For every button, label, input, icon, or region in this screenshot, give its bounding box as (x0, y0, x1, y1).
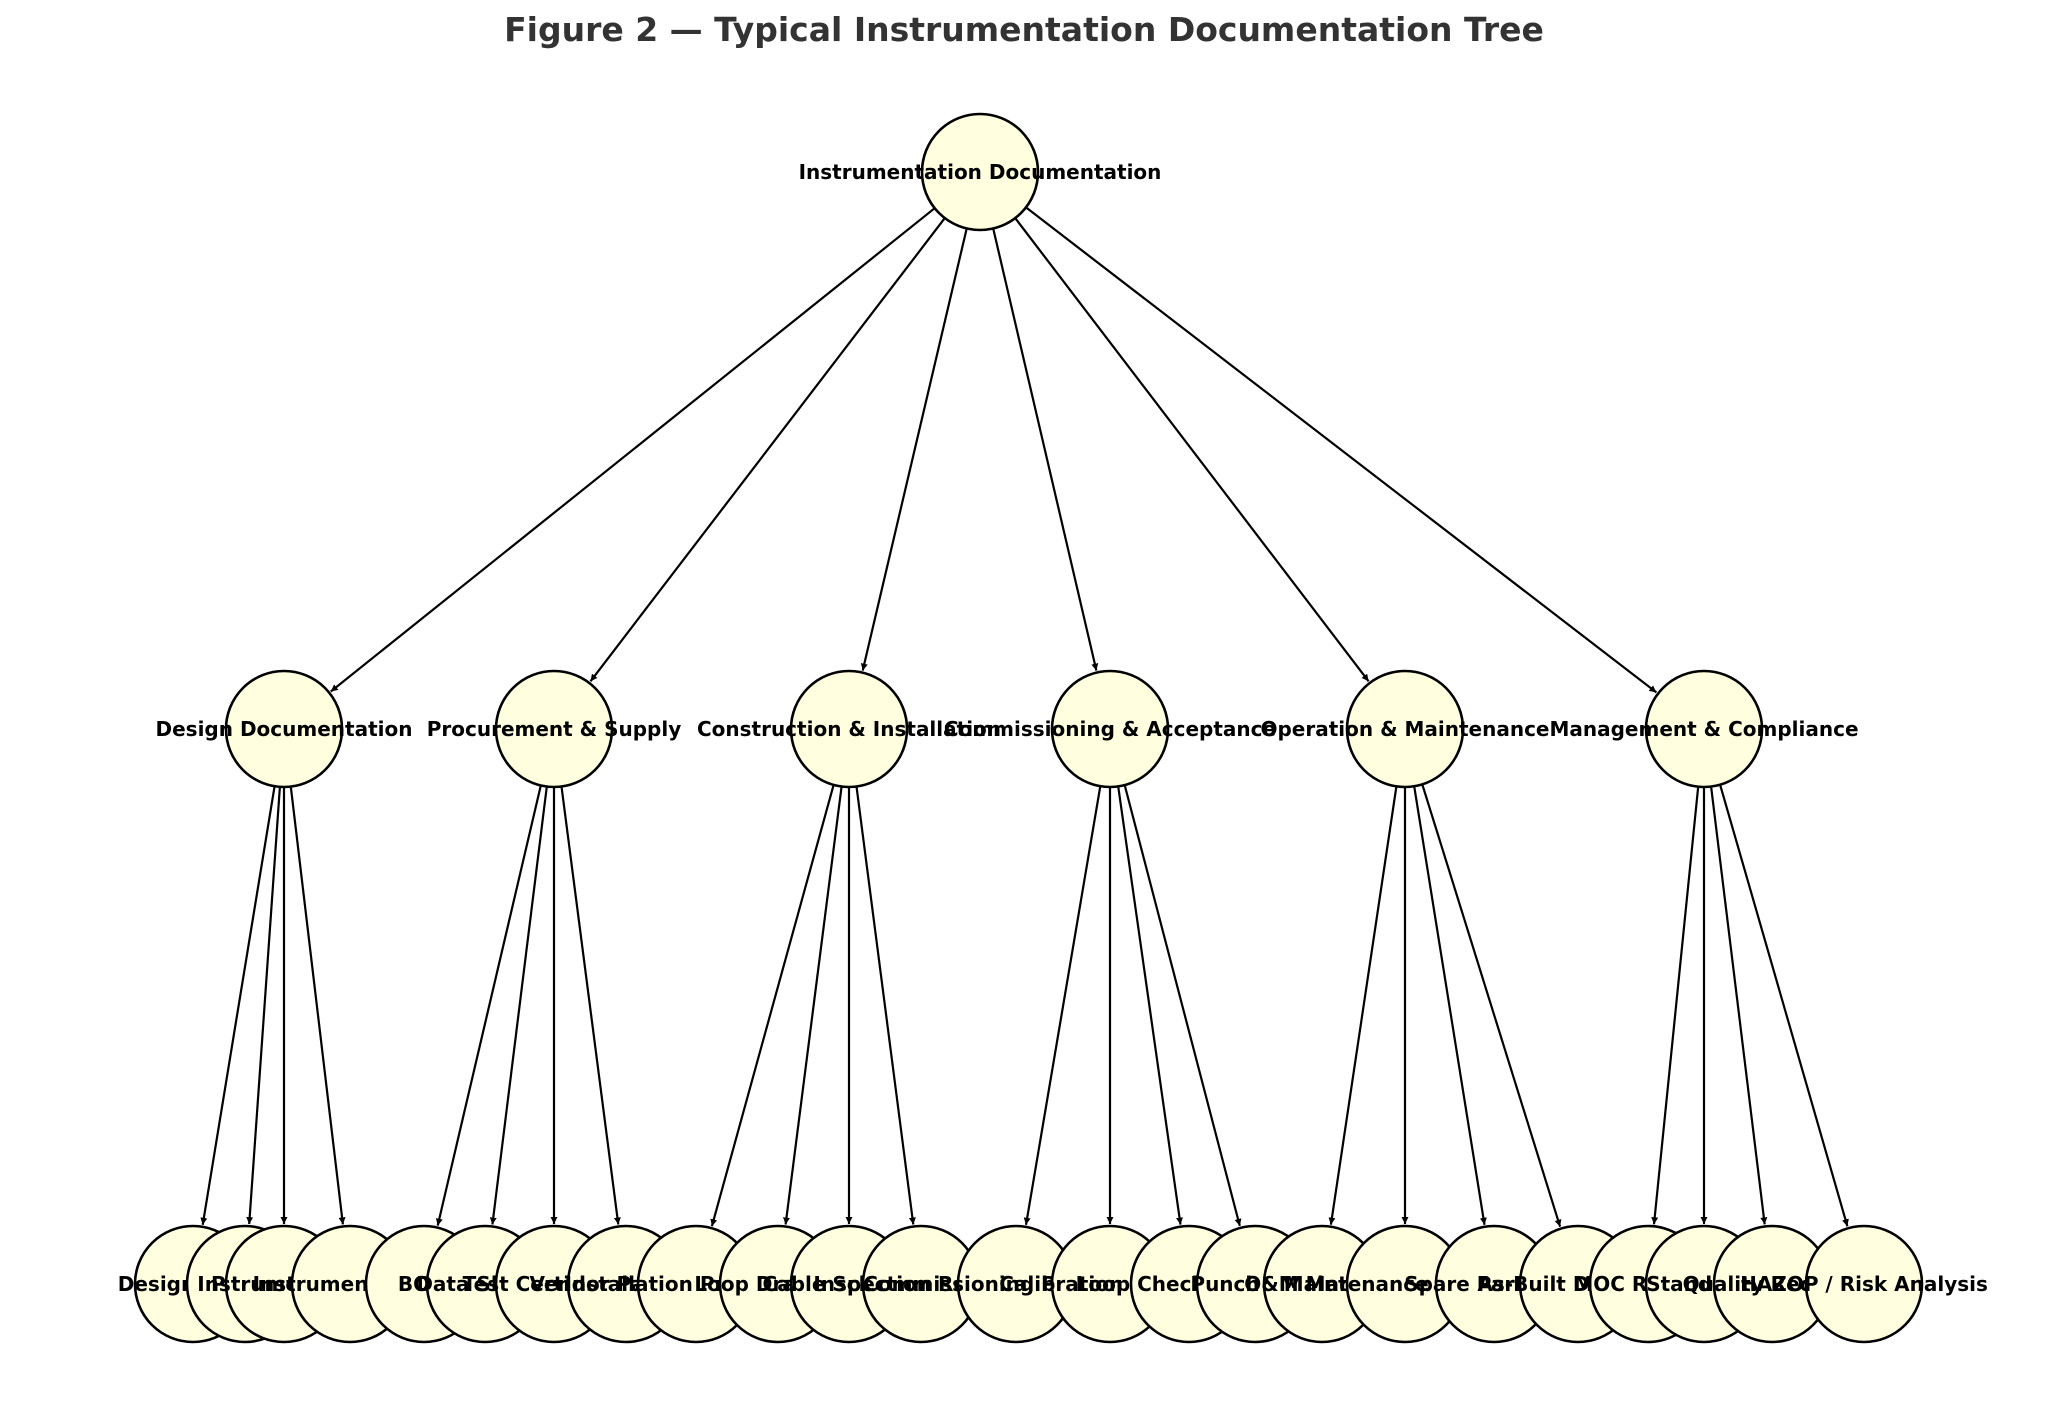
category-node-operation-and-maintenance: Operation & Maintenance (1260, 669, 1550, 789)
category-node-circle (1644, 669, 1764, 789)
category-node-circle (1050, 669, 1170, 789)
category-node-construction-and-installation: Construction & Installation (697, 669, 1001, 789)
document-node-hazop-risk-analysis: HAZOP / Risk Analysis (1740, 1224, 1988, 1344)
category-node-commissioning-and-acceptance: Commissioning & Acceptance (944, 669, 1276, 789)
root-node-circle (920, 112, 1040, 232)
edge-root-to-design-documentation (330, 207, 936, 693)
edge-design-documentation-to-design-specs (200, 786, 276, 1225)
edge-root-to-management-and-compliance (1025, 206, 1658, 694)
edge-operation-and-maintenance-to-oandm-manuals (1328, 786, 1398, 1225)
category-node-label: Design Documentation (156, 717, 413, 741)
category-node-label: Operation & Maintenance (1260, 717, 1549, 741)
category-node-circle (789, 669, 909, 789)
category-node-label: Procurement & Supply (427, 717, 682, 741)
document-node-circle (1804, 1224, 1924, 1344)
edge-root-to-operation-and-maintenance (1014, 217, 1370, 682)
category-node-label: Management & Compliance (1549, 717, 1858, 741)
edges-layer (200, 206, 1849, 1228)
edge-commissioning-and-acceptance-to-loop-check-records (1117, 786, 1183, 1225)
category-node-circle (224, 669, 344, 789)
edge-operation-and-maintenance-to-spare-parts-list (1413, 786, 1487, 1225)
root-node-label: Instrumentation Documentation (799, 160, 1162, 184)
edge-management-and-compliance-to-moc-records (1651, 786, 1700, 1225)
category-node-label: Commissioning & Acceptance (944, 717, 1276, 741)
edge-root-to-commissioning-and-acceptance (992, 228, 1099, 671)
edge-operation-and-maintenance-to-as-built-drawings (1421, 784, 1562, 1228)
edge-management-and-compliance-to-quality-records (1710, 786, 1768, 1225)
edge-construction-and-installation-to-loop-drawings (783, 786, 843, 1225)
document-node-label: HAZOP / Risk Analysis (1740, 1272, 1988, 1296)
edge-construction-and-installation-to-inspection-records (855, 786, 916, 1225)
edge-commissioning-and-acceptance-to-commissioning-procedures (1023, 786, 1102, 1225)
category-node-circle (1345, 669, 1465, 789)
figure-title: Figure 2 — Typical Instrumentation Docum… (504, 10, 1544, 49)
category-node-management-and-compliance: Management & Compliance (1549, 669, 1859, 789)
edge-design-documentation-to-pandids (246, 786, 281, 1225)
edge-design-documentation-to-instrument-index (289, 786, 346, 1225)
edge-procurement-and-supply-to-data-sheets (489, 786, 548, 1225)
category-node-design-documentation: Design Documentation (156, 669, 413, 789)
edge-construction-and-installation-to-installation-procedures (710, 784, 835, 1227)
edge-root-to-procurement-and-supply (589, 217, 946, 682)
category-node-circle (494, 669, 614, 789)
edge-management-and-compliance-to-hazop-risk-analysis (1719, 784, 1849, 1227)
root-node-instrumentation-documentation: Instrumentation Documentation (799, 112, 1162, 232)
edge-commissioning-and-acceptance-to-punch-lists (1123, 784, 1242, 1227)
category-node-label: Construction & Installation (697, 717, 1001, 741)
edge-procurement-and-supply-to-bom (435, 785, 542, 1226)
edge-procurement-and-supply-to-vendor-packages (560, 786, 621, 1225)
edge-root-to-construction-and-installation (860, 228, 968, 671)
category-node-procurement-and-supply: Procurement & Supply (427, 669, 682, 789)
